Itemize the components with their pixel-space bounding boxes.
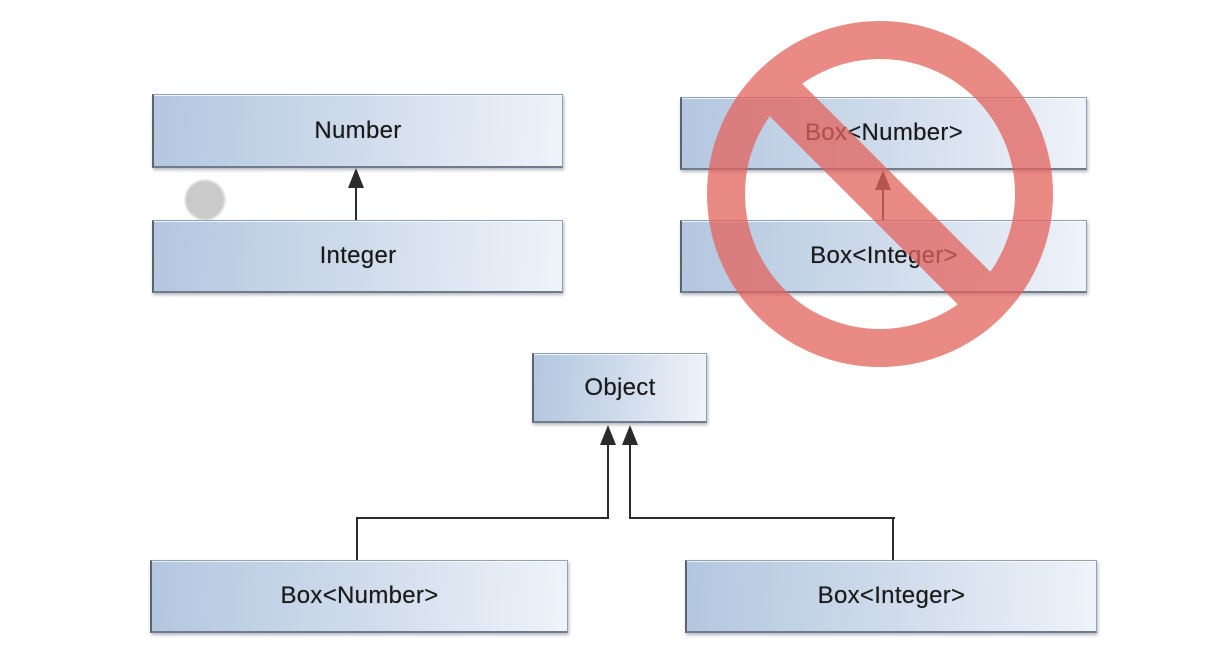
right-connector-horizontal xyxy=(629,517,895,519)
box-integer-class-label-bottom: Box<Integer> xyxy=(817,582,966,609)
object-class-box: Object xyxy=(532,353,707,423)
arrowhead-icon xyxy=(600,425,616,445)
left-connector-vertical xyxy=(607,443,609,517)
integer-to-number-arrow xyxy=(355,186,357,220)
box-number-class-label-bottom: Box<Number> xyxy=(280,582,439,609)
object-class-label: Object xyxy=(584,373,656,401)
box-number-class-box-top: Box<Number> xyxy=(680,97,1087,170)
box-integer-to-box-number-arrow xyxy=(882,188,884,220)
integer-class-label: Integer xyxy=(319,242,397,269)
box-integer-class-box-bottom: Box<Integer> xyxy=(685,560,1097,633)
arrowhead-icon xyxy=(348,168,364,188)
left-connector-horizontal xyxy=(357,517,609,519)
prohibition-ring xyxy=(707,21,1053,367)
box-integer-class-label-top: Box<Integer> xyxy=(810,242,958,269)
arrowhead-icon xyxy=(622,425,638,445)
gray-dot xyxy=(185,180,225,220)
prohibition-icon xyxy=(707,21,1053,367)
left-connector-stub xyxy=(356,517,358,560)
arrowhead-icon xyxy=(875,170,891,190)
box-number-class-label-top: Box<Number> xyxy=(804,119,964,146)
box-number-class-box-bottom: Box<Number> xyxy=(150,560,568,633)
number-class-box: Number xyxy=(152,94,563,168)
box-integer-class-box-top: Box<Integer> xyxy=(680,220,1087,293)
right-connector-stub xyxy=(892,517,894,560)
integer-class-box: Integer xyxy=(152,220,563,293)
number-class-label: Number xyxy=(314,116,402,144)
right-connector-vertical xyxy=(629,443,631,517)
